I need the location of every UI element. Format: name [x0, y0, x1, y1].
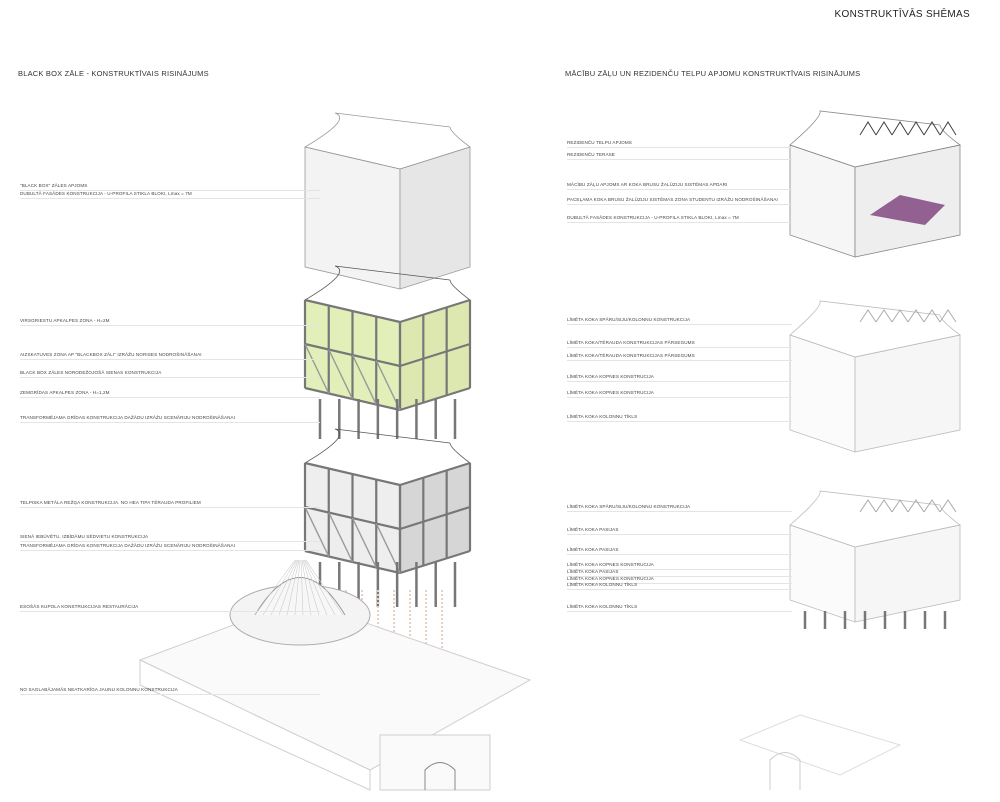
left-annotation-label: NO SAGLABĀJAMĀS NEATKARĪGA JAUNU KOLONNU…	[20, 687, 320, 695]
right-section-heading: MĀCĪBU ZĀĻU UN REZIDENČU TELPU APJOMU KO…	[565, 69, 861, 78]
timber-column-grid-right-face	[854, 524, 961, 623]
timber-frame-structure-top-edge	[789, 300, 961, 358]
left-annotation-label: DUBULTĀ FASĀDES KONSTRUKCIJA - U-PROFILA…	[20, 191, 320, 199]
right-annotation-label: REZIDENČU TERASE	[567, 152, 792, 160]
roof-truss	[891, 499, 909, 513]
right-annotation-label: LĪMĒTA KOKA/TĒRAUDA KONSTRUKCIJAS PĀRSEG…	[567, 340, 792, 348]
left-annotation-label: ZEMGRĪDAS APKALPES ZONA - H=1,2M	[20, 390, 320, 398]
timber-frame-structure-left-face	[789, 334, 856, 453]
dome-rib	[270, 559, 298, 616]
roof-truss	[907, 309, 925, 323]
dome-rib	[301, 559, 312, 616]
dome-rib	[300, 559, 304, 616]
roof-truss	[875, 309, 893, 323]
timber-column-grid-top-edge	[789, 490, 961, 548]
roof-truss	[891, 309, 909, 323]
black-box-frame-structure-frame-brace	[328, 349, 354, 400]
right-annotation-label: LĪMĒTA KOKA PASIJAS	[567, 569, 792, 577]
steel-grid-structure-frame-beam	[304, 461, 401, 487]
black-box-volume-right-face	[399, 146, 471, 290]
left-annotation-label: TRANSFORMĒJAMA GRĪDAS KONSTRUKCIJA DAŽĀD…	[20, 415, 320, 423]
right-annotation-label: LĪMĒTA KOKA KOLONNU TĪKLS	[567, 582, 792, 590]
roof-truss	[939, 309, 957, 323]
right-annotation-label: PACEĻAMA KOKA BRUSU ŽALŪZIJU SISTĒMAS ZO…	[567, 197, 792, 205]
stage-floor-accent	[870, 195, 945, 225]
existing-building-wall	[139, 659, 371, 791]
residence-volume-left-face	[789, 144, 856, 258]
left-annotation-label: VIRSGRIESTU APKALPES ZONA - H=2M	[20, 318, 320, 326]
sawtooth-roof	[891, 121, 909, 136]
steel-grid-structure-frame-brace	[351, 517, 377, 568]
dome-rib	[294, 559, 301, 616]
right-annotation-label: LĪMĒTA KOKA KOPNES KONSTRUCIJA	[567, 374, 792, 382]
left-annotation-label: AIZSKATUVES ZONA AP "BLACKBOX ZĀLI" IZRĀ…	[20, 352, 320, 360]
roof-truss	[875, 499, 893, 513]
right-annotation-label: LĪMĒTA KOKA/TĒRAUDA KONSTRUKCIJAS PĀRSEG…	[567, 353, 792, 361]
ghost-base-plan	[738, 714, 902, 776]
roof-truss	[907, 499, 925, 513]
right-annotation-label: DUBULTĀ FASĀDES KONSTRUKCIJA - U-PROFILA…	[567, 215, 792, 223]
black-box-volume-left-face	[304, 146, 401, 290]
residence-volume-top-edge	[789, 110, 961, 168]
arched-doorway	[424, 762, 456, 790]
ghost-arch	[769, 752, 801, 790]
steel-grid-structure-frame-brace	[304, 506, 330, 557]
right-annotation-label: LĪMĒTA KOKA PASIJAS	[567, 527, 792, 535]
steel-grid-structure-frame-brace	[328, 512, 354, 563]
right-annotation-label: LĪMĒTA KOKA SPĀRU/SIJU/KOLONNU KONSTRUKC…	[567, 504, 792, 512]
right-annotation-label: LĪMĒTA KOKA SPĀRU/SIJU/KOLONNU KONSTRUKC…	[567, 317, 792, 325]
sawtooth-roof	[875, 121, 893, 136]
sawtooth-roof	[923, 121, 941, 136]
roof-truss	[939, 499, 957, 513]
dome-rib	[278, 559, 299, 616]
left-section-heading: BLACK BOX ZĀLE - KONSTRUKTĪVAIS RISINĀJU…	[18, 69, 209, 78]
black-box-frame-structure-frame-beam	[304, 298, 401, 324]
black-box-frame-structure-frame-brace	[351, 354, 377, 405]
steel-grid-structure-frame-beam	[399, 505, 471, 531]
dome-rib	[303, 559, 328, 616]
left-annotation-label: "BLACK BOX" ZĀLES APJOMS	[20, 183, 320, 191]
left-annotation-label: TRANSFORMĒJAMA GRĪDAS KONSTRUKCIJA DAŽĀD…	[20, 543, 320, 551]
black-box-frame-structure-frame-beam	[399, 342, 471, 368]
roof-truss	[859, 309, 877, 323]
black-box-volume-top-edge	[304, 112, 471, 170]
timber-column-grid-left-face	[789, 524, 856, 623]
black-box-frame-structure-frame-beam	[399, 298, 471, 324]
sawtooth-roof	[907, 121, 925, 136]
dome-rib	[304, 559, 336, 616]
roof-truss	[859, 499, 877, 513]
black-box-frame-structure-frame-brace	[304, 343, 330, 394]
roof-truss	[923, 309, 941, 323]
dome-rib	[286, 559, 300, 616]
right-annotation-label: LĪMĒTA KOKA KOPNES KONSTRUCIJA	[567, 562, 792, 570]
roof-truss	[923, 499, 941, 513]
timber-frame-structure-right-face	[854, 334, 961, 453]
right-annotation-label: MĀCĪBU ZĀĻU APJOMS AR KOKA BRUSU ŽALŪZIJ…	[567, 182, 792, 190]
dome-rib	[302, 559, 320, 616]
sawtooth-roof	[859, 121, 877, 136]
existing-building-annex	[379, 734, 491, 791]
left-annotation-label: SIENĀ IEBŪVĒTU, IZBĪDĀMU SĒDVIETU KONSTR…	[20, 534, 320, 542]
right-annotation-label: LĪMĒTA KOKA PASIJAS	[567, 547, 792, 555]
right-annotation-label: LĪMĒTA KOKA KOPNES KONSTRUCIJA	[567, 390, 792, 398]
right-annotation-label: LĪMĒTA KOKA KOLONNU TĪKLS	[567, 414, 792, 422]
right-annotation-label: REZIDENČU TELPU APJOMS	[567, 140, 792, 148]
dome-rib	[305, 559, 344, 616]
dome-cupola	[254, 577, 346, 616]
dome-rib	[262, 559, 297, 616]
steel-grid-structure-frame-beam	[399, 461, 471, 487]
page-title: KONSTRUKTĪVĀS SHĒMAS	[834, 9, 970, 20]
left-annotation-label: TELPISKA METĀLA REŽĢA KONSTRUKCIJA. NO H…	[20, 500, 320, 508]
dome-rib	[254, 559, 296, 616]
right-annotation-label: LĪMĒTA KOKA KOLONNU TĪKLS	[567, 604, 792, 612]
left-annotation-label: BLACK BOX ZĀLES NORODEŽOJOŠĀ SIENAS KONS…	[20, 370, 320, 378]
sawtooth-roof	[939, 121, 957, 136]
right-annotation-label: LĪMĒTA KOKA KOPNES KONSTRUCIJA	[567, 576, 792, 584]
left-annotation-label: ESOŠĀS KUPOLA KONSTRUKCIJAS RESTAURĀCIJA	[20, 604, 320, 612]
